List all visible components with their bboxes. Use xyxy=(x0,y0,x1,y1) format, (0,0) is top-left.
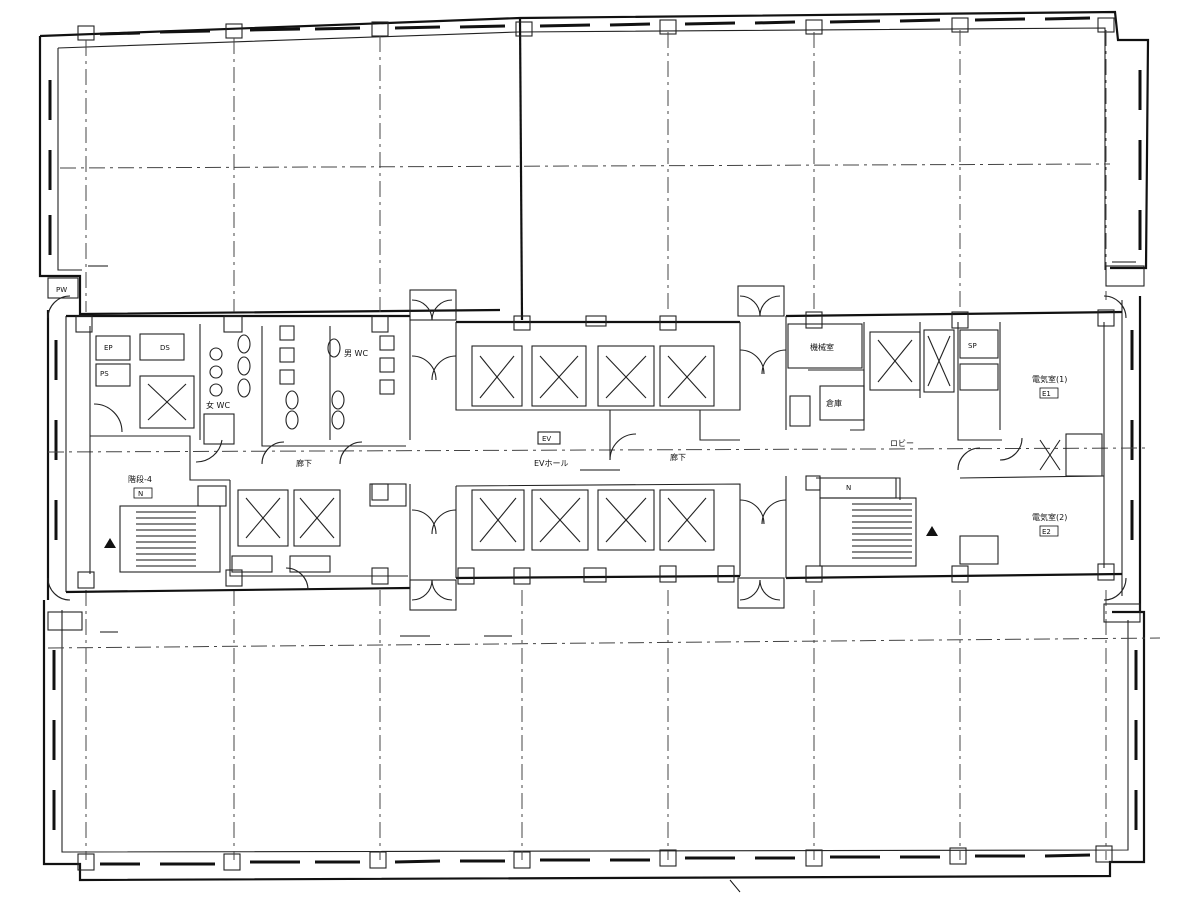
label-pw: PW xyxy=(56,286,67,294)
facade-modules xyxy=(48,16,1142,871)
label-mech-room: 機械室 xyxy=(810,342,834,352)
label-corridor-east: 廊下 xyxy=(670,452,686,462)
toilet-fixtures xyxy=(209,325,395,430)
label-toilet-men: 男 WC xyxy=(344,349,368,358)
stair-treads xyxy=(136,503,912,567)
core-columns xyxy=(75,309,1115,589)
stairs xyxy=(119,497,917,573)
label-stair-east-tag: N xyxy=(846,484,851,492)
dimension-marks xyxy=(88,261,1136,893)
label-electric-room-2-tag: E2 xyxy=(1042,528,1051,536)
label-ps: PS xyxy=(100,370,109,378)
elevator-shafts xyxy=(139,329,955,551)
label-sp: SP xyxy=(968,342,977,350)
label-corridor-west: 廊下 xyxy=(296,458,312,468)
grid-lines xyxy=(47,30,1161,860)
outer-wall xyxy=(38,10,1150,882)
core-walls xyxy=(65,310,1123,594)
label-storage: 倉庫 xyxy=(826,398,842,408)
label-stair-west: 階段-4 xyxy=(128,474,152,484)
label-stair-west-tag: N xyxy=(138,490,143,498)
label-electric-room-1-tag: E1 xyxy=(1042,390,1051,398)
label-ev-hall-tag: EV xyxy=(542,435,551,443)
label-ep: EP xyxy=(104,344,113,352)
label-ev-hall: EVホール xyxy=(534,459,569,468)
doors xyxy=(47,295,1127,601)
label-electric-room-1: 電気室(1) xyxy=(1032,374,1067,384)
small-rooms xyxy=(47,265,1145,631)
warning-icon xyxy=(104,526,938,548)
label-ds: DS xyxy=(160,344,170,352)
label-electric-room-2: 電気室(2) xyxy=(1032,512,1067,522)
label-lobby: ロビー xyxy=(890,439,914,448)
room-labels: 階段-4 N N 男 WC 女 WC PS EP DS EVホール EV 廊下 … xyxy=(56,286,1067,537)
label-toilet-women: 女 WC xyxy=(206,400,230,410)
